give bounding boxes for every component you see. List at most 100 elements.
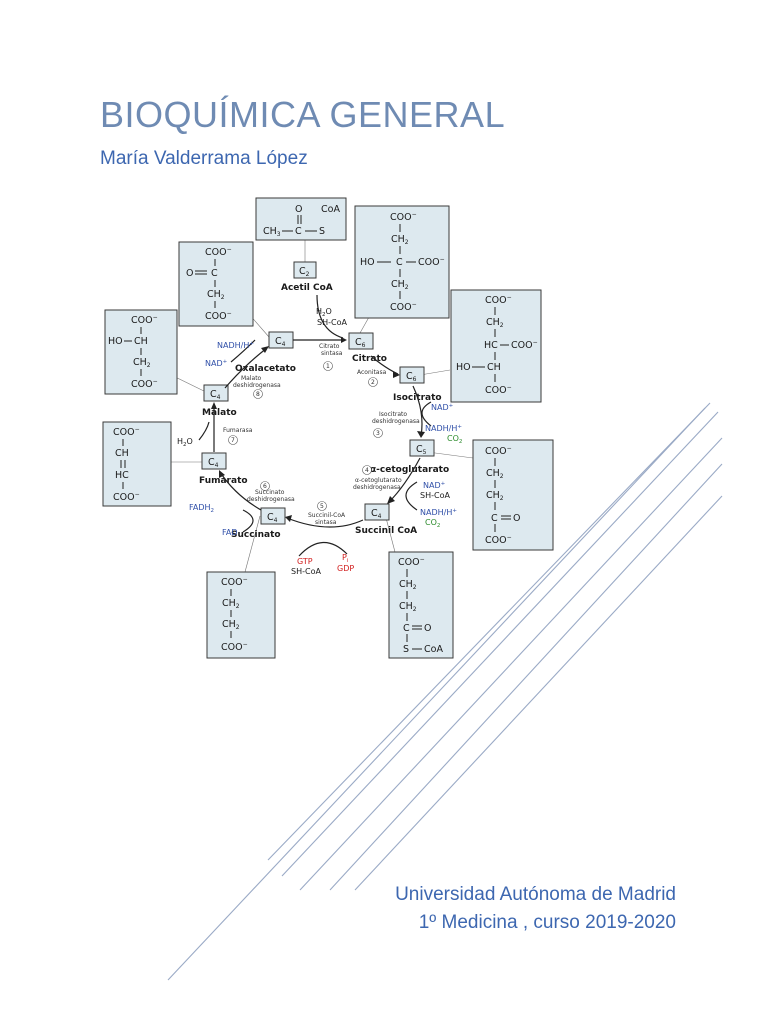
svg-text:CH2: CH2	[486, 490, 504, 502]
svg-text:COO−: COO−	[205, 246, 232, 258]
arrow-head	[211, 402, 217, 409]
oxalacetato-label: Oxalacetato	[235, 364, 296, 374]
svg-text:COO−: COO−	[511, 339, 538, 351]
svg-text:COO−: COO−	[131, 378, 158, 390]
enzyme-label: Aconitasa	[357, 369, 387, 376]
citrato-label: Citrato	[352, 354, 387, 364]
enzyme-label: α-cetoglutarato	[355, 477, 402, 484]
svg-text:COO−: COO−	[485, 534, 512, 546]
svg-text:O: O	[513, 513, 520, 524]
svg-text:HO: HO	[456, 362, 471, 373]
document-title: BIOQUÍMICA GENERAL	[100, 94, 506, 135]
gdp-cofactor: GDP	[337, 564, 354, 573]
shcoa-cofactor: SH-CoA	[420, 491, 450, 500]
svg-text:CH2: CH2	[391, 279, 409, 291]
fad-cofactor: FAD	[222, 528, 238, 537]
svg-text:COO−: COO−	[390, 211, 417, 223]
gtp-cofactor: GTP	[297, 557, 313, 566]
enzyme-label: Fumarasa	[223, 427, 253, 434]
fadh2-cofactor: FADH2	[189, 503, 214, 514]
nad-cofactor: NAD+	[423, 481, 446, 490]
oxalacetato-formula: COO− O C CH2 COO−	[178, 241, 254, 327]
svg-text:COO−: COO−	[485, 384, 512, 396]
svg-text:5: 5	[320, 503, 324, 510]
diagonal-line	[267, 402, 711, 861]
diagonal-line	[354, 495, 723, 891]
svg-text:C: C	[491, 513, 498, 524]
diagonal-line	[167, 407, 706, 981]
enzyme-label: deshidrogenasa	[247, 496, 295, 503]
isocitrato-formula: COO− CH2 HC COO− HO CH COO−	[450, 289, 542, 403]
malato-formula: COO− HO CH CH2 COO−	[104, 309, 178, 395]
svg-text:CH2: CH2	[222, 619, 240, 631]
water-cofactor: H2O	[316, 307, 332, 318]
carbon-box-c6-citrato	[348, 332, 374, 350]
svg-text:HO: HO	[108, 336, 123, 347]
svg-text:COO−: COO−	[485, 294, 512, 306]
enzyme-label: deshidrogenasa	[233, 382, 281, 389]
carbon-box-c5	[409, 439, 435, 457]
cofactor-arrow	[298, 541, 348, 557]
acetilcoa-formula: O CoA CH3 C S	[255, 197, 347, 241]
svg-text:CH2: CH2	[486, 317, 504, 329]
enzyme-label: sintasa	[315, 519, 337, 526]
carbon-box-c4-succinilcoa	[364, 503, 390, 521]
arrow-head	[387, 496, 395, 504]
co2-cofactor: CO2	[447, 434, 462, 445]
arrow-head	[261, 346, 269, 353]
succinato-label: Succinato	[231, 530, 281, 540]
svg-text:4: 4	[365, 467, 369, 474]
svg-text:O: O	[186, 268, 193, 279]
svg-text:O: O	[295, 204, 302, 215]
enzyme-label: deshidrogenasa	[353, 484, 401, 491]
nadh-cofactor: NADH/H+	[425, 424, 462, 433]
carbon-label: C2	[299, 266, 310, 278]
enzyme-label: Succinato	[255, 489, 285, 496]
svg-text:CH2: CH2	[391, 234, 409, 246]
akg-label: α-cetoglutarato	[370, 465, 449, 475]
svg-text:CH2: CH2	[486, 468, 504, 480]
cofactor-arrow	[405, 481, 418, 511]
step-markers: 1 2 3 4 5 6 7 8	[228, 361, 383, 511]
svg-text:6: 6	[263, 483, 267, 490]
carbon-box-c4-malato	[203, 384, 229, 402]
svg-text:CH2: CH2	[399, 601, 417, 613]
carbon-label: C6	[355, 337, 366, 349]
course-info: 1º Medicina , curso 2019-2020	[418, 912, 676, 933]
carbon-label: C4	[210, 389, 221, 401]
carbon-label: C4	[275, 336, 286, 348]
enzyme-label: sintasa	[321, 350, 343, 357]
svg-text:CH2: CH2	[222, 598, 240, 610]
svg-text:CH: CH	[134, 336, 148, 347]
svg-text:CH: CH	[487, 362, 501, 373]
svg-text:C: C	[211, 268, 218, 279]
nad-cofactor: NAD+	[431, 403, 454, 412]
connector-line	[419, 369, 451, 376]
svg-text:HO: HO	[360, 257, 375, 268]
svg-text:COO−: COO−	[205, 310, 232, 322]
svg-text:COO−: COO−	[113, 426, 140, 438]
svg-text:COO−: COO−	[221, 576, 248, 588]
cofactor-arrow	[230, 339, 256, 363]
water-cofactor: H2O	[177, 437, 193, 448]
author-name: María Valderrama López	[100, 148, 308, 169]
enzyme-label: Succinil-CoA	[308, 512, 346, 519]
svg-text:C: C	[295, 226, 302, 237]
svg-text:S: S	[319, 226, 325, 237]
svg-text:HC: HC	[115, 470, 129, 481]
connector-line	[244, 515, 261, 573]
svg-text:CoA: CoA	[424, 644, 443, 655]
svg-text:COO−: COO−	[390, 301, 417, 313]
svg-text:1: 1	[326, 363, 330, 370]
cofactor-arrow	[198, 421, 210, 441]
svg-text:COO−: COO−	[221, 641, 248, 653]
svg-text:COO−: COO−	[485, 445, 512, 457]
carbon-label: C6	[406, 371, 417, 383]
svg-text:CH2: CH2	[207, 289, 225, 301]
svg-text:COO−: COO−	[131, 314, 158, 326]
reaction-arrow	[286, 517, 364, 528]
nadh-cofactor: NADH/H+	[217, 341, 254, 350]
svg-text:O: O	[424, 623, 431, 634]
nad-cofactor: NAD+	[205, 359, 228, 368]
